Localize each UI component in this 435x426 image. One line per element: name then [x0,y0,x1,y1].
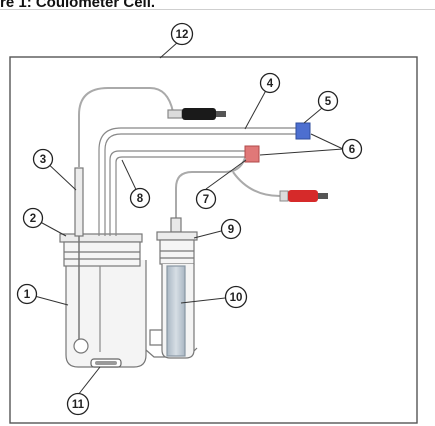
cell-cap [59,233,143,267]
svg-text:12: 12 [176,29,189,41]
svg-text:3: 3 [40,154,46,166]
generator-electrode [149,217,198,359]
callout-11: 11 [66,392,90,416]
stir-bar [90,358,122,368]
callout-4: 4 [259,72,281,94]
red-lead [232,171,281,197]
callout-9: 9 [220,218,242,240]
callout-7: 7 [195,188,217,210]
svg-text:4: 4 [267,78,274,90]
generator-lead [175,157,246,218]
svg-text:9: 9 [228,224,234,236]
caption-divider [0,9,435,10]
callout-8: 8 [129,187,151,209]
black-connector [182,108,226,120]
svg-text:2: 2 [30,213,36,225]
callout-3: 3 [32,148,54,170]
callout-12: 12 [170,22,194,46]
svg-text:1: 1 [24,289,31,301]
tube-8 [109,150,245,236]
svg-text:8: 8 [137,193,144,205]
indicator-electrode [73,87,183,354]
blue-clip [295,122,311,140]
callout-1: 1 [16,283,38,305]
red-connector [279,190,328,202]
callout-6: 6 [341,138,363,160]
figure-caption: re 1: Coulometer Cell. [0,0,156,11]
svg-text:10: 10 [230,292,243,304]
pink-clip [244,145,260,163]
svg-text:11: 11 [72,399,85,411]
callout-10: 10 [224,285,248,309]
svg-text:5: 5 [325,96,332,108]
callout-5: 5 [317,90,339,112]
tube-4 [98,127,296,236]
svg-text:6: 6 [349,144,355,156]
svg-text:7: 7 [203,194,209,206]
callout-2: 2 [22,207,44,229]
